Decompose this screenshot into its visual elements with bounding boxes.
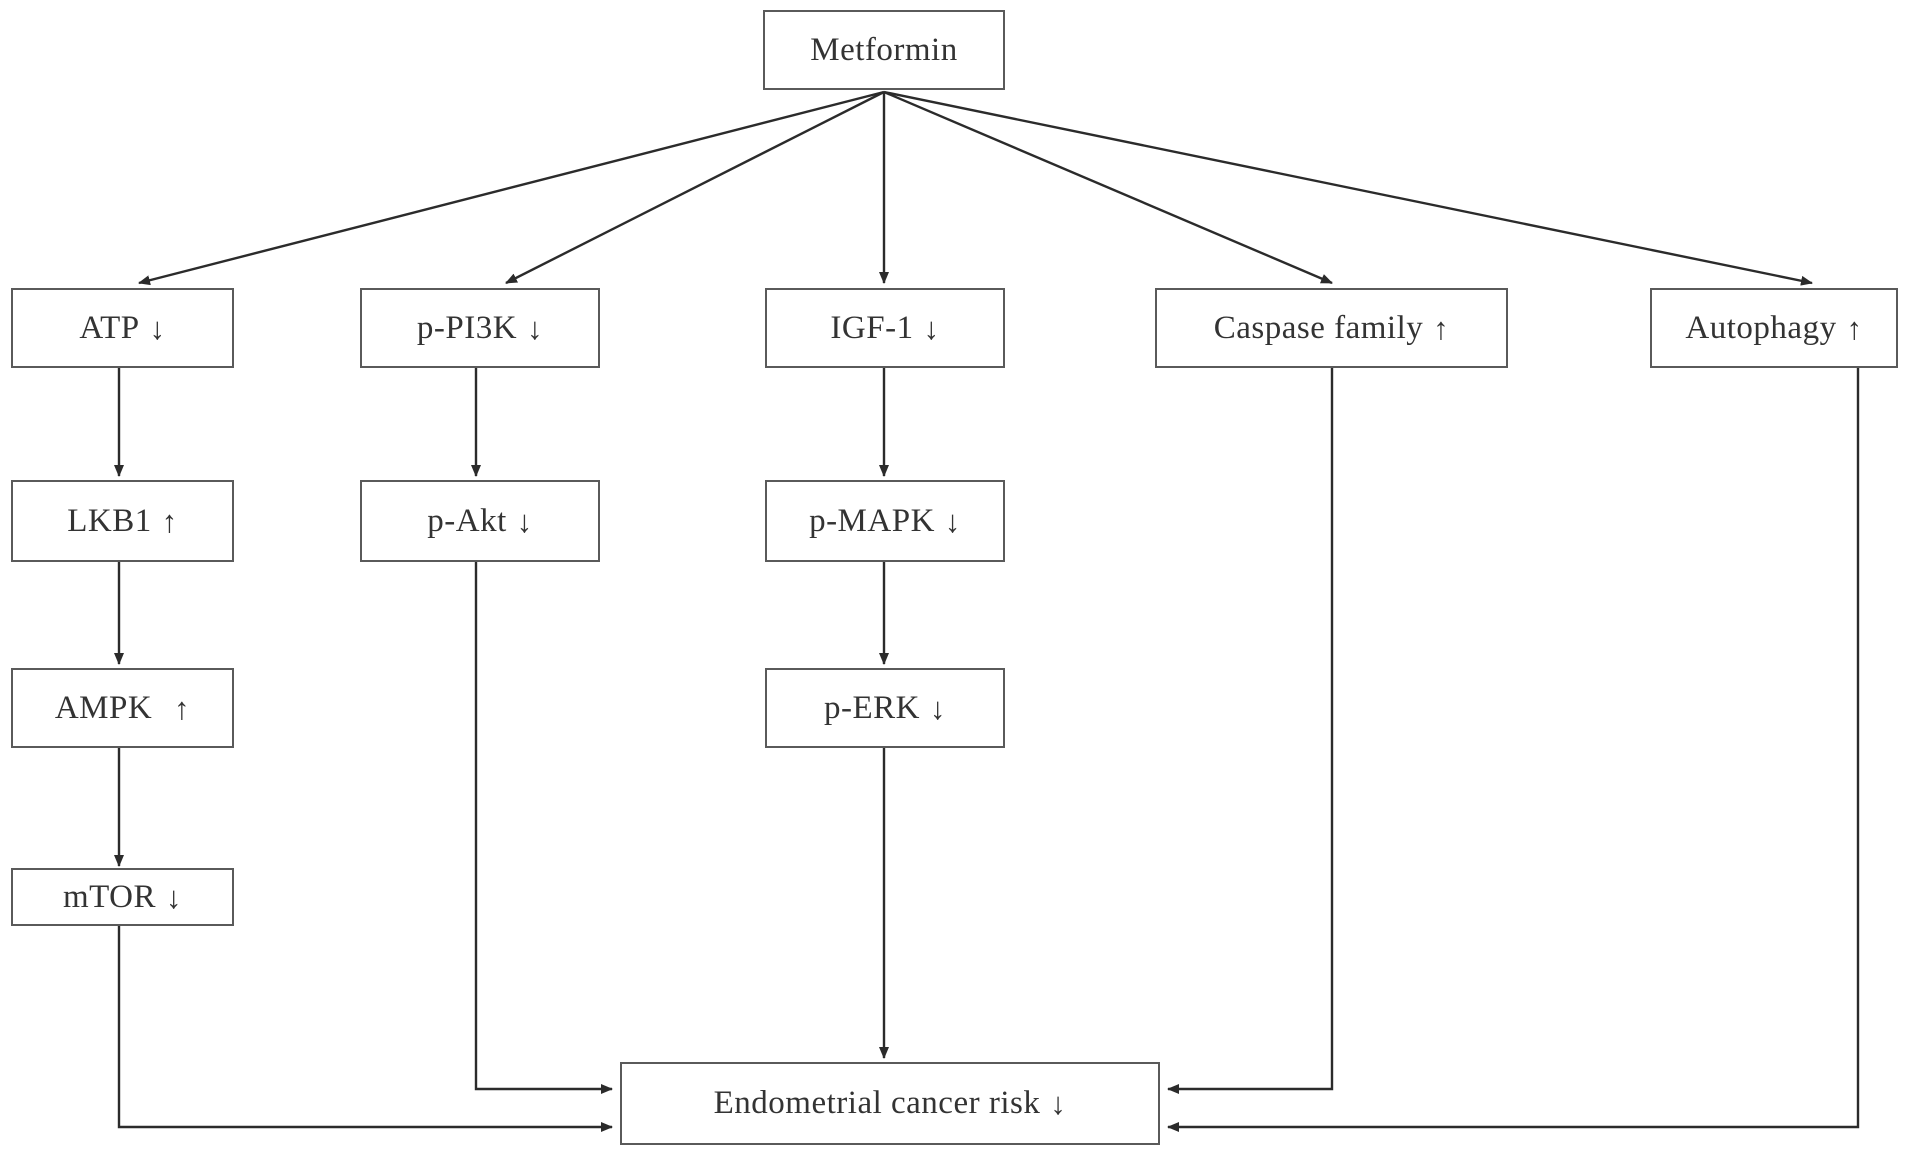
node-ppi3k[interactable]: p-PI3K ↓	[360, 288, 600, 368]
down-arrow-icon: ↓	[166, 879, 183, 915]
node-endometrial-cancer-risk-label: Endometrial cancer risk	[713, 1085, 1041, 1121]
node-pmapk[interactable]: p-MAPK ↓	[765, 480, 1005, 562]
up-arrow-icon: ↑	[161, 503, 178, 539]
node-mtor-label: mTOR	[62, 878, 157, 915]
node-ampk[interactable]: AMPK ↑	[11, 668, 234, 748]
down-arrow-icon: ↓	[930, 690, 946, 726]
up-arrow-icon: ↑	[174, 690, 191, 726]
edge-pakt-to-outcome	[474, 562, 613, 1094]
node-endometrial-cancer-risk[interactable]: Endometrial cancer risk ↓	[620, 1062, 1160, 1145]
node-metformin[interactable]: Metformin	[763, 10, 1005, 90]
node-autophagy-label: Autophagy	[1685, 309, 1837, 346]
down-arrow-icon: ↓	[944, 503, 961, 539]
down-arrow-icon: ↓	[923, 310, 940, 346]
down-arrow-icon: ↓	[516, 503, 533, 539]
down-arrow-icon: ↓	[1050, 1086, 1067, 1121]
up-arrow-icon: ↑	[1846, 310, 1863, 346]
node-mtor[interactable]: mTOR ↓	[11, 868, 234, 926]
up-arrow-icon: ↑	[1433, 310, 1450, 346]
edge-metformin-to-atp	[138, 90, 885, 286]
node-caspase-family[interactable]: Caspase family ↑	[1155, 288, 1508, 368]
edge-metformin-to-caspase	[883, 90, 1333, 285]
node-atp[interactable]: ATP ↓	[11, 288, 234, 368]
node-ampk-label: AMPK	[54, 689, 153, 726]
down-arrow-icon: ↓	[527, 310, 544, 346]
node-metformin-label: Metformin	[810, 31, 958, 68]
node-igf1-label: IGF-1	[830, 309, 914, 346]
node-pakt-label: p-Akt	[427, 502, 507, 539]
node-pmapk-label: p-MAPK	[809, 502, 935, 539]
node-atp-label: ATP	[79, 309, 140, 346]
edge-mtor-to-outcome	[117, 925, 613, 1132]
node-autophagy[interactable]: Autophagy ↑	[1650, 288, 1898, 368]
node-lkb1[interactable]: LKB1 ↑	[11, 480, 234, 562]
node-caspase-family-label: Caspase family	[1213, 309, 1424, 346]
node-pakt[interactable]: p-Akt ↓	[360, 480, 600, 562]
node-ppi3k-label: p-PI3K	[416, 309, 518, 346]
edge-metformin-to-ppi3k	[505, 90, 885, 285]
down-arrow-icon: ↓	[149, 310, 166, 346]
edge-autophagy-to-outcome	[1167, 368, 1860, 1132]
node-perk[interactable]: p-ERK ↓	[765, 668, 1005, 748]
edge-metformin-to-autophagy	[883, 90, 1813, 286]
node-lkb1-label: LKB1	[67, 502, 152, 539]
node-igf1[interactable]: IGF-1 ↓	[765, 288, 1005, 368]
node-perk-label: p-ERK	[824, 689, 920, 726]
edge-caspase-to-outcome	[1167, 368, 1334, 1094]
